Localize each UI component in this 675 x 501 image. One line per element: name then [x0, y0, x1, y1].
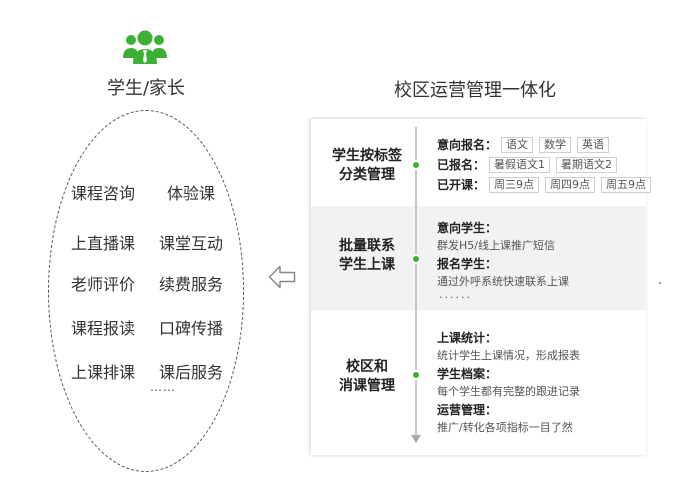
feature-item: 课后服务: [158, 363, 223, 382]
timeline-dot: [411, 254, 421, 264]
ops-desc: 推广/转化各项指标一目了然: [437, 421, 573, 434]
time-tag: 周四9点: [545, 176, 596, 193]
time-tag: 周五9点: [601, 176, 652, 193]
feature-row: 上直播课 课堂互动: [62, 230, 232, 254]
user-group-icon: [123, 30, 167, 64]
feature-row: 课程报读 口碑传播: [62, 315, 232, 339]
archive-desc: 每个学生都有完整的跟进记录: [437, 385, 580, 398]
stray-dot: [659, 282, 661, 284]
timeline-dot: [411, 160, 421, 170]
operations-panel: 学生按标签 分类管理 意向报名： 语文 数学 英语 已报名： 暑假语文1 暑期语…: [310, 118, 652, 455]
timeline-dot: [411, 370, 421, 380]
feature-row: 老师评价 续费服务: [62, 271, 232, 295]
class-tag: 暑假语文1: [489, 156, 551, 173]
intent-students-desc-row: 群发H5/线上课推广短信: [437, 237, 555, 253]
feature-item: 体验课: [166, 184, 215, 203]
intent-students-label-row: 意向学生：: [437, 219, 501, 236]
feature-item: 口碑传播: [158, 319, 223, 338]
archive-label: 学生档案：: [437, 367, 498, 381]
opened-row: 已开课： 周三9点 周四9点 周五9点: [437, 176, 657, 193]
enrolled-students-desc-row: 通过外呼系统快速联系上课: [437, 273, 569, 289]
time-tag: 周三9点: [489, 176, 540, 193]
enrolled-row: 已报名： 暑假语文1 暑期语文2: [437, 156, 623, 173]
stats-label-row: 上课统计：: [437, 329, 501, 346]
ops-label: 运营管理：: [437, 403, 498, 417]
feature-ellipsis: ……: [150, 380, 176, 394]
stats-desc-row: 统计学生上课情况，形成报表: [437, 347, 580, 363]
stats-desc: 统计学生上课情况，形成报表: [437, 349, 580, 362]
stats-label: 上课统计：: [437, 331, 498, 345]
section-ellipsis: ······: [439, 291, 472, 304]
intent-students-desc: 群发H5/线上课推广短信: [437, 239, 555, 252]
intent-label: 意向报名：: [437, 138, 498, 152]
enrolled-label: 已报名：: [437, 158, 486, 172]
feature-item: 课程报读: [70, 319, 135, 338]
feature-row: 课程咨询 体验课: [62, 180, 232, 204]
left-title: 学生/家长: [106, 78, 186, 99]
section-title: 校区和 消课管理: [339, 359, 395, 394]
intent-students-label: 意向学生：: [437, 221, 498, 235]
enrolled-students-desc: 通过外呼系统快速联系上课: [437, 275, 569, 288]
timeline-line: [415, 127, 417, 437]
feature-ellipse: [48, 110, 244, 472]
archive-desc-row: 每个学生都有完整的跟进记录: [437, 383, 580, 399]
archive-label-row: 学生档案：: [437, 365, 501, 382]
ops-label-row: 运营管理：: [437, 401, 501, 418]
subject-tag: 英语: [577, 136, 610, 153]
feature-row: 上课排课 课后服务: [62, 359, 232, 383]
feature-item: 上直播课: [70, 234, 135, 253]
class-tag: 暑期语文2: [556, 156, 618, 173]
ops-desc-row: 推广/转化各项指标一目了然: [437, 419, 573, 435]
feature-item: 课程咨询: [70, 184, 135, 203]
feature-item: 上课排课: [70, 363, 135, 382]
section-title: 批量联系 学生上课: [339, 238, 395, 273]
feature-item: 课堂互动: [158, 234, 223, 253]
section-title: 学生按标签 分类管理: [332, 148, 402, 183]
subject-tag: 数学: [539, 136, 572, 153]
subject-tag: 语文: [501, 136, 534, 153]
feature-item: 续费服务: [158, 275, 223, 294]
section-batch-contact: [311, 206, 646, 310]
enrolled-students-label-row: 报名学生：: [437, 255, 501, 272]
opened-label: 已开课：: [437, 178, 486, 192]
intent-row: 意向报名： 语文 数学 英语: [437, 136, 615, 153]
timeline-arrow-icon: [411, 435, 421, 443]
section-campus-management: [311, 310, 646, 455]
feature-item: 老师评价: [70, 275, 135, 294]
arrow-left-outline-icon: [268, 265, 296, 289]
right-title: 校区运营管理一体化: [394, 80, 556, 101]
enrolled-students-label: 报名学生：: [437, 257, 498, 271]
